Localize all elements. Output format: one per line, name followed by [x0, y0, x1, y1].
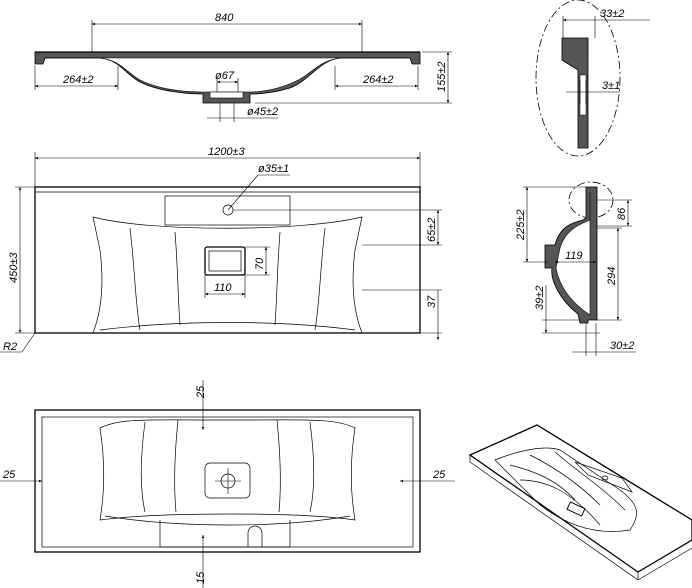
plan-view: 1200±3 ø35±1 65±2 37 450±3 70 110 R2 [0, 146, 442, 353]
dim-bottom-top-margin: 25 [195, 385, 207, 399]
dim-left-ledge: 264±2 [62, 74, 94, 86]
dim-wall: 3±1 [602, 80, 620, 92]
dim-back-height: 225±2 [515, 209, 527, 241]
detail-view: 33±2 3±1 [535, 0, 650, 157]
dim-edge-width: 33±2 [600, 8, 624, 20]
dim-right-ledge: 264±2 [362, 74, 394, 86]
dim-bottom-margin: 15 [195, 571, 207, 584]
dim-drain-inner: ø45±2 [247, 106, 278, 118]
dim-tap-hole: ø35±1 [258, 163, 289, 175]
dim-depth: 450±3 [8, 252, 20, 283]
dim-corner-radius: R2 [3, 341, 17, 353]
side-view: 225±2 86 119 294 39±2 30±2 [515, 181, 636, 356]
dim-height: 155±2 [436, 61, 448, 92]
dim-drain-outer: ø67 [215, 70, 235, 82]
dim-bottom-left-margin: 25 [2, 469, 16, 481]
dim-drain-w: 110 [214, 282, 232, 294]
dim-tap-offset: 65±2 [426, 218, 438, 242]
dim-bottom-right-margin: 25 [432, 469, 446, 481]
dim-drain-h: 70 [254, 257, 266, 270]
isometric-view [468, 424, 692, 581]
dim-total-width: 1200±3 [208, 146, 246, 158]
dim-overflow: 86 [616, 207, 628, 220]
dim-drain-depth: 119 [565, 250, 583, 262]
dim-front-lip: 30±2 [610, 340, 634, 352]
dim-front-margin: 37 [426, 295, 438, 308]
section-view: 840 264±2 264±2 ø67 ø45±2 155±2 [34, 12, 452, 122]
dim-bowl-depth: 294 [606, 267, 618, 286]
dim-840: 840 [215, 12, 234, 24]
bottom-view: 25 25 25 15 [0, 380, 455, 588]
dim-front-height: 39±2 [534, 286, 546, 310]
